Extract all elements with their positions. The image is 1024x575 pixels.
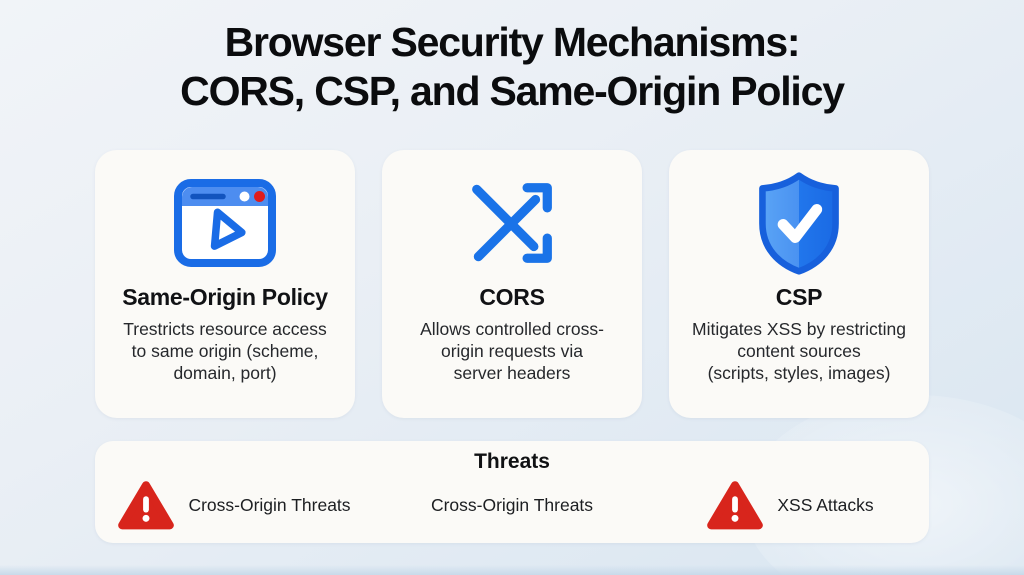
threat-item-cross-origin-left: Cross-Origin Threats: [95, 467, 373, 543]
warning-triangle-icon: [707, 481, 764, 530]
page-title-line-2: CORS, CSP, and Same-Origin Policy: [180, 68, 845, 114]
card-cors: CORS Allows controlled cross- origin req…: [382, 150, 642, 418]
threats-heading: Threats: [474, 450, 550, 473]
threat-item-cross-origin-center: Cross-Origin Threats: [373, 467, 651, 543]
page-title-line-1: Browser Security Mechanisms:: [224, 19, 801, 65]
description-line: origin requests via: [440, 341, 584, 361]
threat-label: Cross-Origin Threats: [188, 494, 351, 515]
page-title: Browser Security Mechanisms: CORS, CSP, …: [0, 18, 1024, 116]
card-description: Mitigates XSS by restricting content sou…: [669, 318, 929, 384]
description-line: server headers: [453, 363, 571, 383]
threat-label: Cross-Origin Threats: [430, 494, 594, 515]
threats-row: Cross-Origin Threats Cross-Origin Threat…: [95, 467, 929, 543]
card-same-origin-policy: Same-Origin Policy Trestricts resource a…: [95, 150, 355, 418]
description-line: Trestricts resource access: [123, 319, 327, 339]
description-line: content sources: [737, 341, 861, 361]
mechanism-cards-row: Same-Origin Policy Trestricts resource a…: [95, 150, 929, 418]
description-line: (scripts, styles, images): [707, 363, 891, 383]
card-title: CSP: [775, 284, 823, 310]
description-line: domain, port): [173, 363, 277, 383]
cross-arrows-icon: [382, 150, 642, 284]
threat-label: XSS Attacks: [777, 494, 874, 515]
threats-panel: Threats Cross-Origin Threats Cross-Origi…: [95, 441, 929, 543]
description-line: to same origin (scheme,: [131, 341, 319, 361]
card-description: Allows controlled cross- origin requests…: [382, 318, 642, 384]
description-line: Mitigates XSS by restricting: [692, 319, 906, 339]
card-csp: CSP Mitigates XSS by restricting content…: [669, 150, 929, 418]
warning-triangle-icon: [118, 481, 175, 530]
card-description: Trestricts resource access to same origi…: [95, 318, 355, 384]
threat-item-xss: XSS Attacks: [651, 467, 929, 543]
shield-check-icon: [669, 150, 929, 284]
card-title: CORS: [479, 284, 545, 310]
card-title: Same-Origin Policy: [122, 284, 328, 310]
description-line: Allows controlled cross-: [420, 319, 604, 339]
browser-window-play-icon: [95, 150, 355, 284]
